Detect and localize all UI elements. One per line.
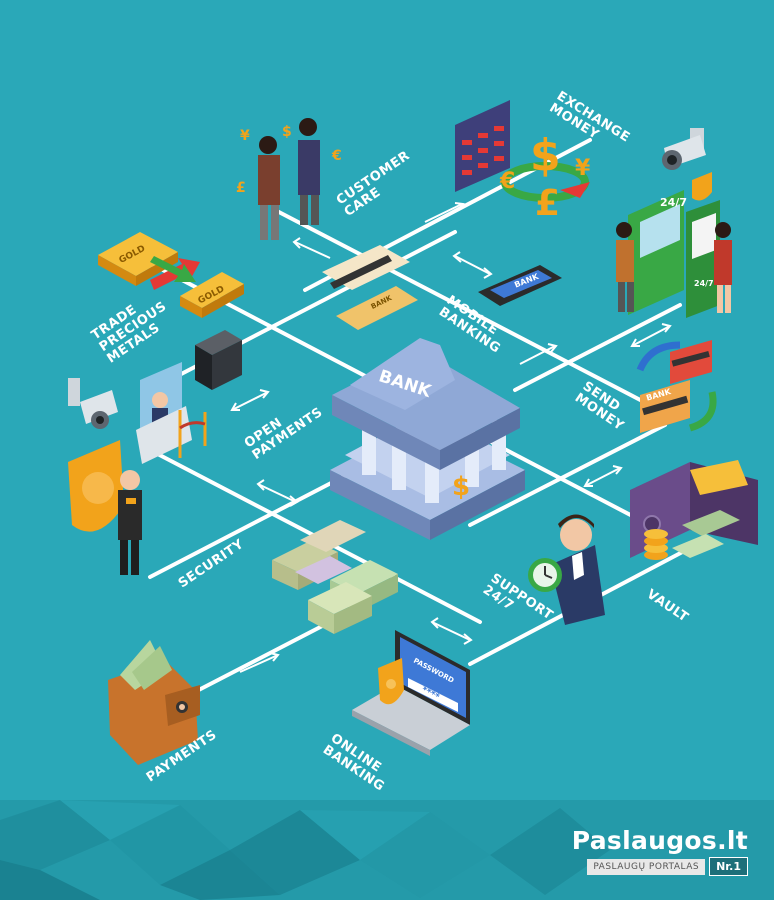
currency-exchange-icon: $ £ € ¥: [499, 130, 591, 224]
brand-name: Paslaugos.lt: [571, 826, 748, 855]
service-label-online-banking: ONLINEBANKING: [320, 731, 395, 795]
low-poly-footer: [0, 800, 774, 900]
exchange-board-icon: [455, 100, 510, 192]
svg-text:€: €: [331, 148, 342, 164]
svg-text:$: $: [282, 124, 292, 140]
svg-text:€: €: [499, 169, 515, 194]
brand-tagline: PASLAUGŲ PORTALAS: [587, 858, 706, 875]
wallet-icon: [108, 640, 200, 765]
service-label-trade-precious-metals: TRADEPRECIOUSMETALS: [89, 287, 178, 366]
connector-vault-upper: [468, 423, 667, 527]
svg-text:£: £: [535, 183, 560, 224]
service-label-send-money: SENDMONEY: [572, 379, 634, 434]
bank-teller-icon: [136, 362, 207, 464]
credit-cards-icon: BANK: [322, 245, 418, 330]
vault-safe-icon: [630, 460, 758, 560]
security-guard-icon: [68, 440, 142, 575]
mobile-phone-icon: BANK: [478, 265, 562, 306]
svg-text:$: $: [530, 130, 561, 181]
svg-text:$: $: [452, 472, 470, 502]
svg-text:¥: ¥: [240, 128, 250, 144]
send-money-icon: BANK: [636, 340, 717, 433]
laptop-icon: PASSWORD ****: [352, 630, 470, 756]
bank-building-icon: BANK $: [330, 338, 525, 540]
connector-security: [148, 466, 362, 579]
security-camera-left-icon: [68, 378, 118, 429]
svg-text:£: £: [236, 180, 246, 196]
atm-icon: 24/7 24/7: [616, 190, 732, 318]
support-agent-icon: [528, 514, 605, 625]
connector-send-money: [513, 303, 682, 392]
cash-machine-icon: [195, 330, 242, 390]
brand-logo[interactable]: Paslaugos.lt PASLAUGŲ PORTALAS Nr.1: [572, 826, 748, 876]
flow-arrows: [230, 202, 672, 673]
service-label-line: VAULT: [644, 587, 691, 626]
lock-shield-icon: [378, 658, 404, 705]
gold-bars-icon: GOLD GOLD: [98, 232, 244, 318]
shield-badge-icon: [692, 172, 712, 201]
atm-sign-label: 24/7: [660, 196, 687, 209]
service-label-customer-care: CUSTOMERCARE: [334, 148, 421, 220]
brand-badge: Nr.1: [709, 857, 748, 876]
brand-subline: PASLAUGŲ PORTALAS Nr.1: [572, 857, 748, 876]
atm-side-label: 24/7: [694, 279, 714, 288]
svg-text:¥: ¥: [575, 156, 591, 181]
service-label-open-payments: OPENPAYMENTS: [242, 393, 326, 463]
service-label-vault: VAULT: [644, 587, 691, 626]
customer-care-icon: ¥ $ € £: [236, 118, 342, 240]
cash-stacks-icon: [272, 520, 398, 634]
security-camera-icon: [662, 128, 706, 170]
connector-care-send: [273, 208, 652, 407]
connector-lines: [138, 138, 692, 712]
